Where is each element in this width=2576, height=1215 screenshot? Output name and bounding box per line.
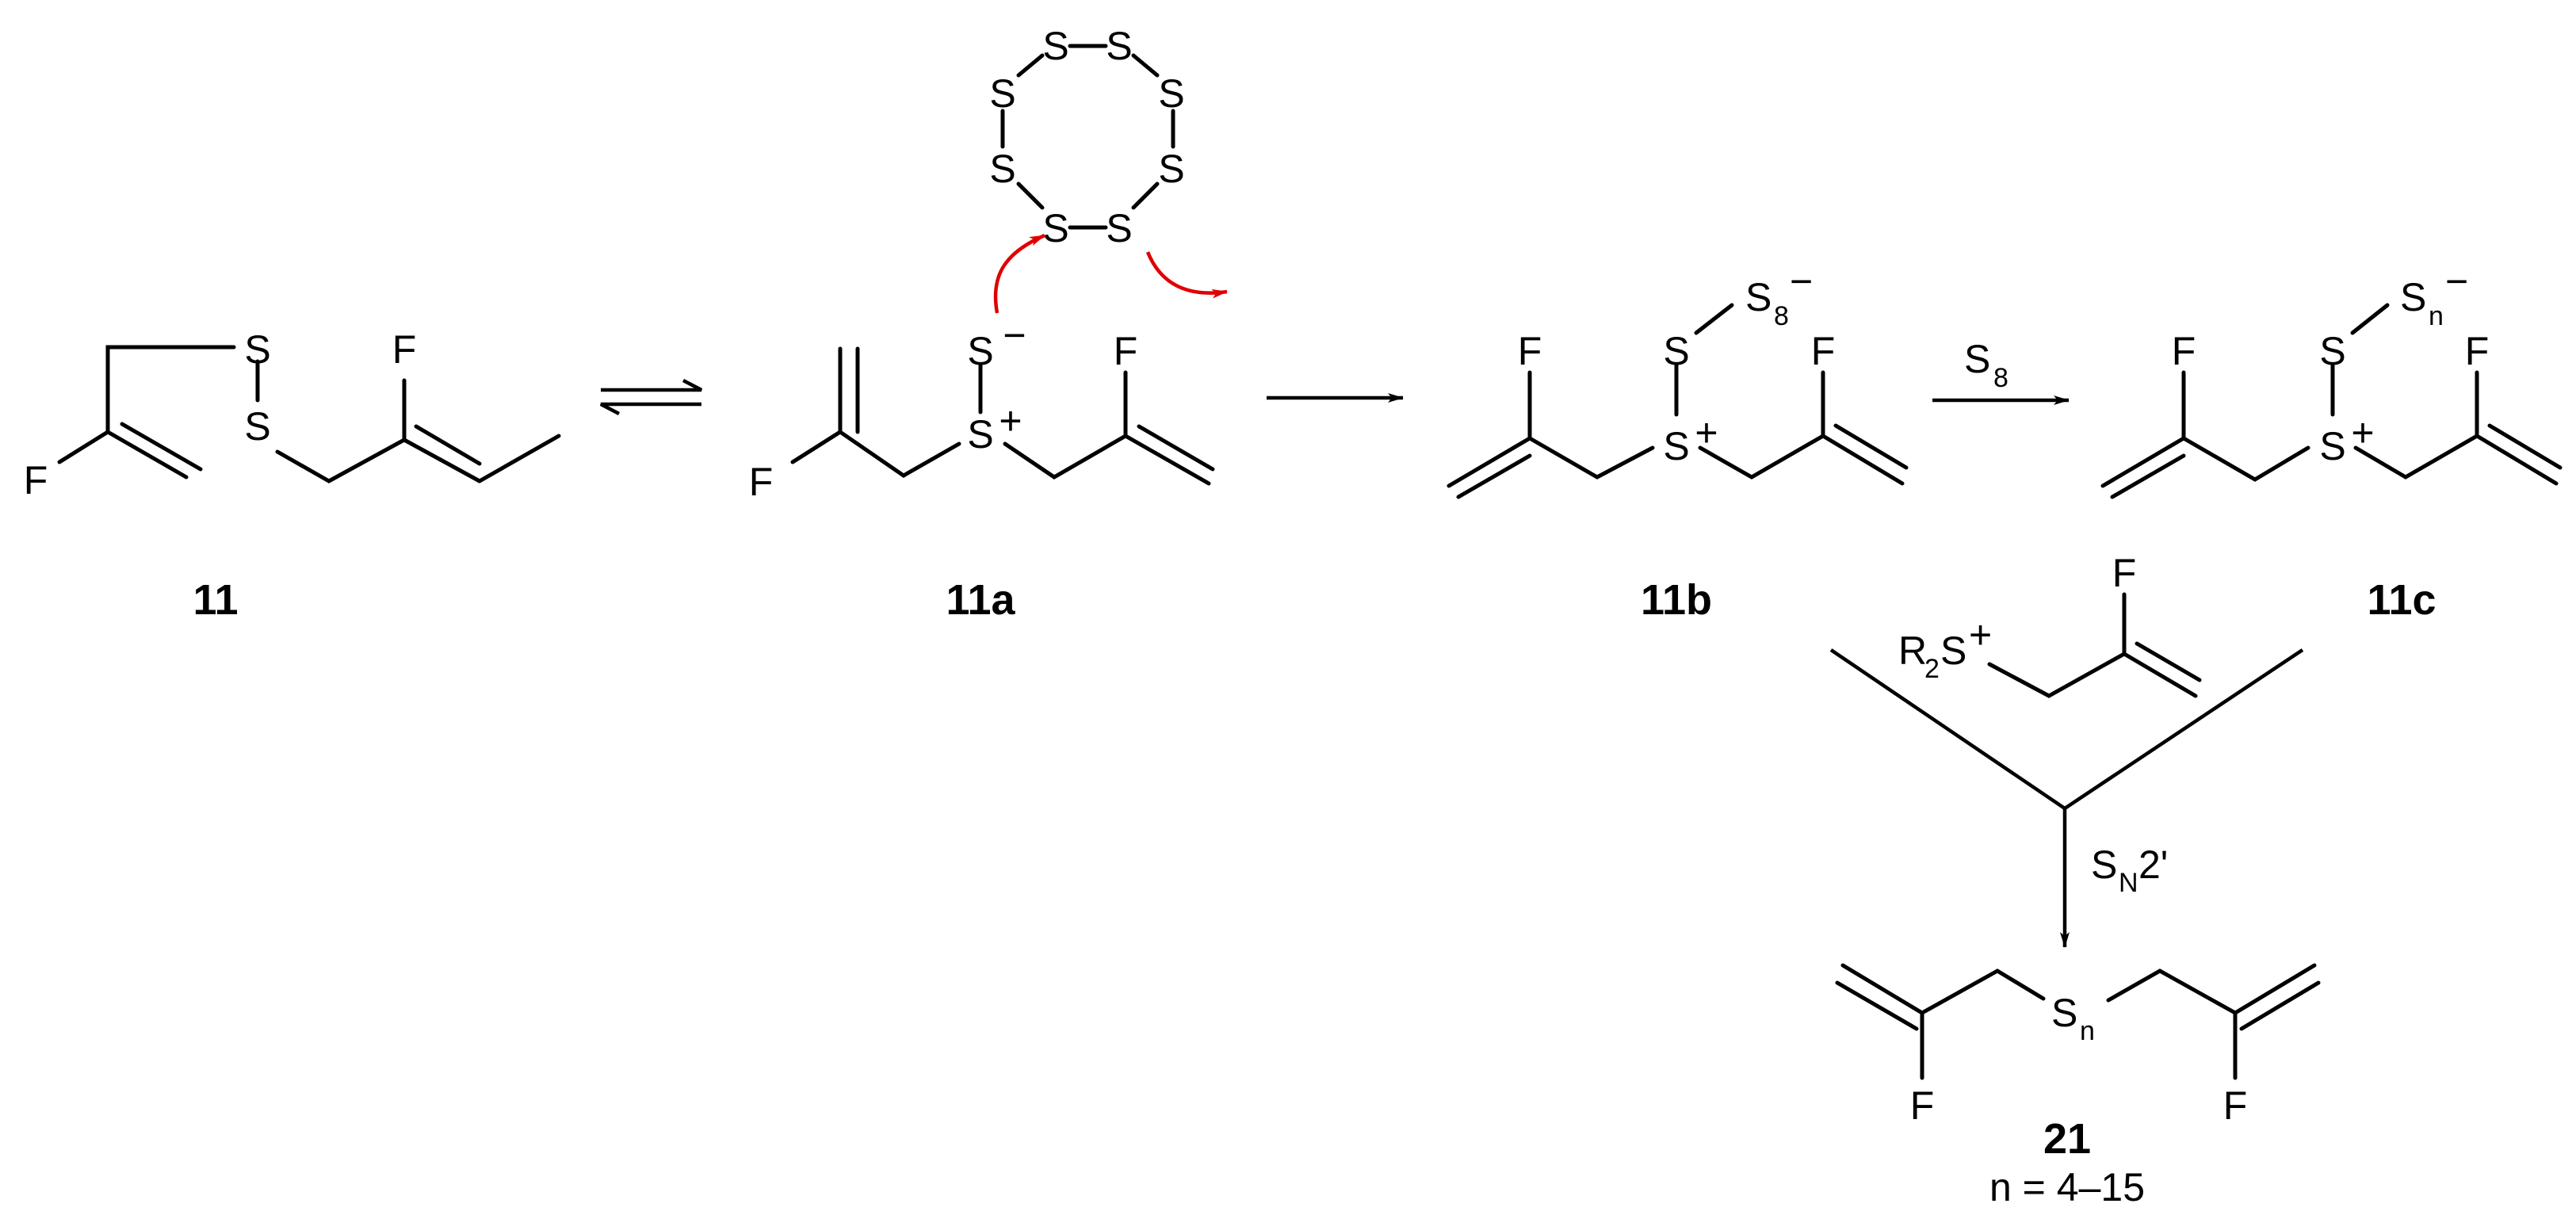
converging-arrow: S N 2' (1829, 648, 2304, 948)
charge-plus: + (2351, 411, 2374, 455)
atom-s: S (967, 329, 993, 373)
atom-s: S (1158, 147, 1184, 191)
subscript-2: 2 (1924, 654, 1940, 684)
atom-f: F (749, 460, 774, 504)
atom-s: S (1106, 206, 1132, 250)
compound-11c: S S n − S + F F 11c (2100, 259, 2563, 624)
compound-label-11b: 11b (1641, 576, 1712, 624)
charge-plus: + (1969, 613, 1992, 657)
atom-s: S (989, 71, 1015, 116)
reaction-arrow-s8: S 8 (1932, 337, 2070, 405)
compound-label-11: 11 (193, 576, 238, 624)
atom-f: F (1910, 1083, 1935, 1128)
atom-f: F (2172, 329, 2196, 373)
atom-s: S (1663, 329, 1689, 373)
atom-f: F (2223, 1083, 2248, 1128)
atom-s: S (2400, 275, 2426, 319)
subscript-8: 8 (1774, 301, 1789, 331)
sn2-label-n: N (2119, 868, 2138, 898)
charge-minus: − (1003, 313, 1026, 357)
atom-s: S (1042, 24, 1068, 68)
reagent-s8: S (1964, 337, 1990, 381)
sn2-label-s: S (2091, 842, 2117, 887)
atom-s: S (1106, 24, 1132, 68)
compound-label-11a: 11a (946, 576, 1015, 624)
compound-11a: S − S + F F 11a (749, 313, 1215, 624)
reagent-subscript: 8 (1993, 363, 2008, 393)
atom-s: S (2319, 424, 2345, 468)
compound-11: S S F F 11 (24, 327, 561, 624)
atom-r: R (1898, 629, 1927, 673)
atom-f: F (2112, 551, 2137, 595)
compound-label-21: 21 (2043, 1115, 2091, 1163)
n-range: n = 4–15 (1989, 1165, 2145, 1209)
compound-11b: S S 8 − S + F F 11b (1447, 259, 1909, 624)
atom-s: S (1158, 71, 1184, 116)
atom-s: S (1663, 424, 1689, 468)
electrophile-r2s: R 2 S + F (1898, 551, 2202, 698)
atom-s: S (1940, 629, 1966, 673)
atom-s: S (1745, 275, 1771, 319)
atom-s: S (967, 412, 993, 457)
charge-minus: − (2445, 259, 2468, 304)
sn2-label-suffix: 2' (2138, 842, 2168, 887)
atom-s: S (2051, 991, 2077, 1035)
compound-label-11c: 11c (2367, 576, 2436, 624)
electron-push-arrows (993, 233, 1228, 314)
s8-ring: S S S S S S S S (989, 24, 1184, 250)
atom-f: F (1811, 329, 1836, 373)
equilibrium-arrow (599, 379, 703, 415)
charge-minus: − (1790, 259, 1813, 304)
atom-s: S (1042, 206, 1068, 250)
compound-21: S n F F 21 n = 4–15 (1835, 963, 2321, 1209)
atom-s: S (244, 404, 270, 449)
charge-plus: + (999, 399, 1022, 443)
subscript-n: n (2080, 1016, 2095, 1046)
atom-f: F (2465, 329, 2490, 373)
atom-s: S (244, 327, 270, 372)
subscript-n: n (2429, 301, 2444, 331)
charge-plus: + (1695, 411, 1718, 455)
atom-f: F (1518, 329, 1542, 373)
atom-f: F (24, 458, 48, 502)
atom-s: S (989, 147, 1015, 191)
atom-s: S (2319, 329, 2345, 373)
atom-f: F (1114, 329, 1138, 373)
atom-f: F (392, 327, 417, 372)
